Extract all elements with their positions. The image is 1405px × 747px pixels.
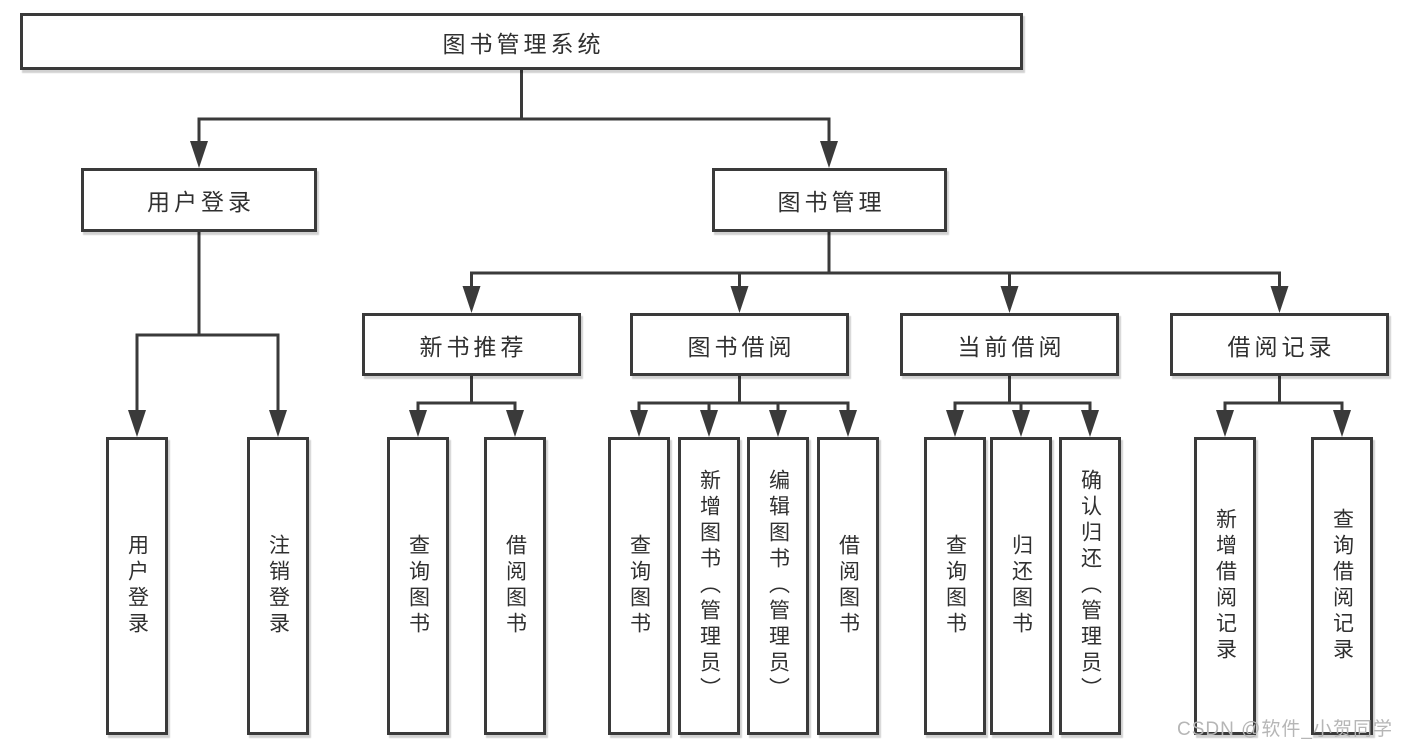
csdn-watermark: CSDN @软件_小贺同学 bbox=[1177, 719, 1393, 740]
node-label: 新书推荐 bbox=[419, 333, 528, 360]
leaf-label: 借阅图书 bbox=[836, 534, 860, 638]
leaf-label: 新增借阅记录 bbox=[1213, 508, 1237, 664]
leaf-br-query-record: 查询借阅记录 bbox=[1311, 437, 1373, 735]
leaf-label: 编辑图书（管理员） bbox=[766, 469, 790, 703]
leaf-label: 查询图书 bbox=[406, 534, 430, 638]
node-label: 图书管理系统 bbox=[442, 30, 605, 57]
leaf-label: 查询图书 bbox=[943, 534, 967, 638]
leaf-bb-borrow-books: 借阅图书 bbox=[817, 437, 879, 735]
node-label: 图书管理 bbox=[777, 189, 886, 215]
leaf-bb-query-books: 查询图书 bbox=[608, 437, 670, 735]
node-label: 图书借阅 bbox=[687, 333, 796, 360]
leaf-label: 查询借阅记录 bbox=[1330, 508, 1354, 664]
leaf-bb-edit-book-admin: 编辑图书（管理员） bbox=[747, 437, 809, 735]
leaf-cb-query-books: 查询图书 bbox=[924, 437, 986, 735]
node-book-management: 图书管理 bbox=[712, 168, 947, 232]
leaf-br-add-record: 新增借阅记录 bbox=[1194, 437, 1256, 735]
leaf-label: 查询图书 bbox=[627, 534, 651, 638]
leaf-user-login: 用户登录 bbox=[106, 437, 168, 735]
node-new-book-recommend: 新书推荐 bbox=[362, 313, 581, 376]
node-current-borrowing: 当前借阅 bbox=[900, 313, 1119, 376]
leaf-label: 借阅图书 bbox=[503, 534, 527, 638]
node-borrowing-records: 借阅记录 bbox=[1170, 313, 1389, 376]
leaf-label: 用户登录 bbox=[125, 534, 149, 638]
leaf-label: 新增图书（管理员） bbox=[697, 469, 721, 703]
leaf-cb-return-books: 归还图书 bbox=[990, 437, 1052, 735]
leaf-label: 确认归还（管理员） bbox=[1078, 469, 1102, 703]
node-book-borrowing: 图书借阅 bbox=[630, 313, 849, 376]
leaf-bb-add-book-admin: 新增图书（管理员） bbox=[678, 437, 740, 735]
node-library-management-system: 图书管理系统 bbox=[20, 13, 1023, 70]
leaf-cb-confirm-return-admin: 确认归还（管理员） bbox=[1059, 437, 1121, 735]
leaf-nb-query-books: 查询图书 bbox=[387, 437, 449, 735]
leaf-logout: 注销登录 bbox=[247, 437, 309, 735]
leaf-label: 注销登录 bbox=[266, 534, 290, 638]
node-label: 用户登录 bbox=[147, 189, 255, 215]
node-label: 借阅记录 bbox=[1227, 333, 1336, 360]
leaf-nb-borrow-books: 借阅图书 bbox=[484, 437, 546, 735]
node-label: 当前借阅 bbox=[957, 333, 1066, 360]
node-user-login: 用户登录 bbox=[81, 168, 317, 232]
leaf-label: 归还图书 bbox=[1009, 534, 1033, 638]
